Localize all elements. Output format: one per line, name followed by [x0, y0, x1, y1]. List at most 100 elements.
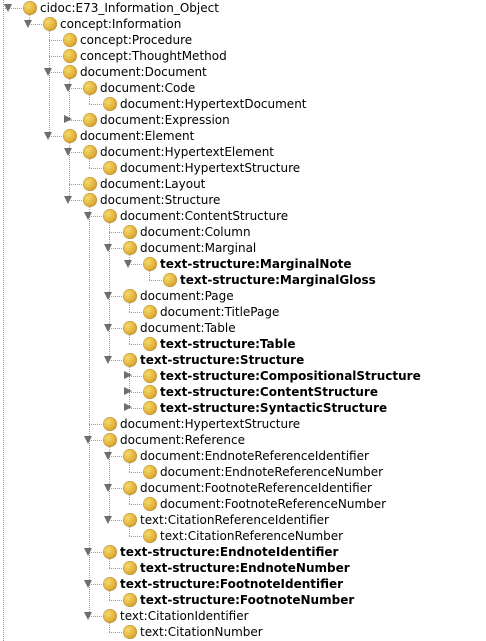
tree-node[interactable]: document:HypertextStructure: [0, 416, 486, 432]
collapsed-toggle-icon[interactable]: [124, 387, 132, 395]
tree-node[interactable]: text-structure:Table: [0, 336, 486, 352]
expanded-toggle-icon[interactable]: [84, 580, 92, 588]
tree-node-label[interactable]: document:Structure: [100, 193, 221, 207]
tree-node[interactable]: document:FootnoteReferenceIdentifier: [0, 480, 486, 496]
expanded-toggle-icon[interactable]: [4, 4, 12, 12]
tree-node[interactable]: text-structure:EndnoteIdentifier: [0, 544, 486, 560]
tree-node[interactable]: document:Structure: [0, 192, 486, 208]
tree-node-label[interactable]: concept:Procedure: [80, 33, 193, 47]
collapsed-toggle-icon[interactable]: [124, 403, 132, 411]
expanded-toggle-icon[interactable]: [104, 324, 112, 332]
tree-node-label[interactable]: document:Page: [140, 289, 234, 303]
tree-node-label[interactable]: text-structure:EndnoteNumber: [140, 561, 350, 575]
tree-node-label[interactable]: cidoc:E73_Information_Object: [40, 1, 219, 15]
tree-node-label[interactable]: text-structure:MarginalNote: [160, 257, 352, 271]
tree-node[interactable]: text-structure:FootnoteNumber: [0, 592, 486, 608]
tree-node-label[interactable]: document:Expression: [100, 113, 230, 127]
tree-node[interactable]: document:Element: [0, 128, 486, 144]
expanded-toggle-icon[interactable]: [84, 612, 92, 620]
tree-node[interactable]: document:HypertextDocument: [0, 96, 486, 112]
tree-node-label[interactable]: document:Layout: [100, 177, 206, 191]
tree-node-label[interactable]: document:HypertextStructure: [120, 161, 301, 175]
tree-node[interactable]: document:EndnoteReferenceIdentifier: [0, 448, 486, 464]
tree-node-label[interactable]: document:EndnoteReferenceIdentifier: [140, 449, 369, 463]
tree-node-label[interactable]: concept:ThoughtMethod: [80, 49, 227, 63]
tree-node[interactable]: text:CitationReferenceIdentifier: [0, 512, 486, 528]
expanded-toggle-icon[interactable]: [104, 244, 112, 252]
tree-node-label[interactable]: text:CitationReferenceNumber: [160, 529, 344, 543]
expanded-toggle-icon[interactable]: [104, 292, 112, 300]
tree-node-label[interactable]: text:CitationReferenceIdentifier: [140, 513, 329, 527]
tree-node[interactable]: concept:ThoughtMethod: [0, 48, 486, 64]
tree-node[interactable]: document:Page: [0, 288, 486, 304]
tree-node[interactable]: document:TitlePage: [0, 304, 486, 320]
collapsed-toggle-icon[interactable]: [64, 115, 72, 123]
tree-node-label[interactable]: document:Marginal: [140, 241, 257, 255]
tree-node[interactable]: document:Table: [0, 320, 486, 336]
tree-node[interactable]: document:Column: [0, 224, 486, 240]
tree-node-label[interactable]: document:TitlePage: [160, 305, 280, 319]
expanded-toggle-icon[interactable]: [104, 452, 112, 460]
tree-node[interactable]: text-structure:MarginalNote: [0, 256, 486, 272]
tree-node[interactable]: document:Marginal: [0, 240, 486, 256]
tree-node[interactable]: document:HypertextElement: [0, 144, 486, 160]
tree-node-label[interactable]: document:Code: [100, 81, 196, 95]
tree-node-label[interactable]: document:ContentStructure: [120, 209, 289, 223]
tree-node-label[interactable]: text-structure:FootnoteNumber: [140, 593, 355, 607]
tree-node[interactable]: document:HypertextStructure: [0, 160, 486, 176]
tree-node[interactable]: text-structure:EndnoteNumber: [0, 560, 486, 576]
tree-node-label[interactable]: text-structure:Structure: [140, 353, 305, 367]
tree-node-label[interactable]: text:CitationIdentifier: [120, 609, 249, 623]
tree-node[interactable]: text-structure:ContentStructure: [0, 384, 486, 400]
expanded-toggle-icon[interactable]: [84, 436, 92, 444]
tree-node[interactable]: document:EndnoteReferenceNumber: [0, 464, 486, 480]
tree-node-label[interactable]: document:EndnoteReferenceNumber: [160, 465, 384, 479]
tree-node-label[interactable]: document:HypertextStructure: [120, 417, 301, 431]
expanded-toggle-icon[interactable]: [84, 212, 92, 220]
tree-node-label[interactable]: text:CitationNumber: [140, 625, 263, 639]
tree-node-label[interactable]: text-structure:FootnoteIdentifier: [120, 577, 344, 591]
tree-node-label[interactable]: document:Column: [140, 225, 251, 239]
tree-node-label[interactable]: text-structure:ContentStructure: [160, 385, 378, 399]
tree-node[interactable]: document:FootnoteReferenceNumber: [0, 496, 486, 512]
expanded-toggle-icon[interactable]: [64, 196, 72, 204]
tree-node-label[interactable]: document:HypertextElement: [100, 145, 275, 159]
expanded-toggle-icon[interactable]: [124, 260, 132, 268]
tree-node[interactable]: text-structure:SyntacticStructure: [0, 400, 486, 416]
tree-node-label[interactable]: text-structure:CompositionalStructure: [160, 369, 421, 383]
tree-node[interactable]: cidoc:E73_Information_Object: [0, 0, 486, 16]
tree-node-label[interactable]: document:Element: [80, 129, 195, 143]
tree-node-label[interactable]: document:HypertextDocument: [120, 97, 307, 111]
tree-node[interactable]: text:CitationIdentifier: [0, 608, 486, 624]
tree-node-label[interactable]: text-structure:Table: [160, 337, 296, 351]
tree-node[interactable]: concept:Procedure: [0, 32, 486, 48]
tree-node-label[interactable]: document:FootnoteReferenceNumber: [160, 497, 387, 511]
tree-node-label[interactable]: document:Document: [80, 65, 207, 79]
expanded-toggle-icon[interactable]: [64, 84, 72, 92]
tree-node[interactable]: text-structure:CompositionalStructure: [0, 368, 486, 384]
tree-node-label[interactable]: concept:Information: [60, 17, 182, 31]
expanded-toggle-icon[interactable]: [84, 548, 92, 556]
expanded-toggle-icon[interactable]: [104, 484, 112, 492]
tree-node[interactable]: concept:Information: [0, 16, 486, 32]
tree-node-label[interactable]: document:FootnoteReferenceIdentifier: [140, 481, 372, 495]
tree-node-label[interactable]: text-structure:MarginalGloss: [180, 273, 376, 287]
expanded-toggle-icon[interactable]: [44, 68, 52, 76]
tree-node[interactable]: text-structure:Structure: [0, 352, 486, 368]
tree-node-label[interactable]: document:Reference: [120, 433, 246, 447]
tree-node-label[interactable]: text-structure:EndnoteIdentifier: [120, 545, 339, 559]
tree-node[interactable]: text-structure:MarginalGloss: [0, 272, 486, 288]
tree-node[interactable]: document:ContentStructure: [0, 208, 486, 224]
expanded-toggle-icon[interactable]: [104, 356, 112, 364]
tree-node-label[interactable]: text-structure:SyntacticStructure: [160, 401, 388, 415]
tree-node[interactable]: document:Layout: [0, 176, 486, 192]
tree-node[interactable]: text-structure:FootnoteIdentifier: [0, 576, 486, 592]
expanded-toggle-icon[interactable]: [64, 148, 72, 156]
tree-node[interactable]: document:Reference: [0, 432, 486, 448]
tree-node[interactable]: document:Expression: [0, 112, 486, 128]
tree-node[interactable]: document:Code: [0, 80, 486, 96]
tree-node-label[interactable]: document:Table: [140, 321, 236, 335]
expanded-toggle-icon[interactable]: [104, 516, 112, 524]
expanded-toggle-icon[interactable]: [44, 132, 52, 140]
tree-node[interactable]: text:CitationNumber: [0, 624, 486, 640]
